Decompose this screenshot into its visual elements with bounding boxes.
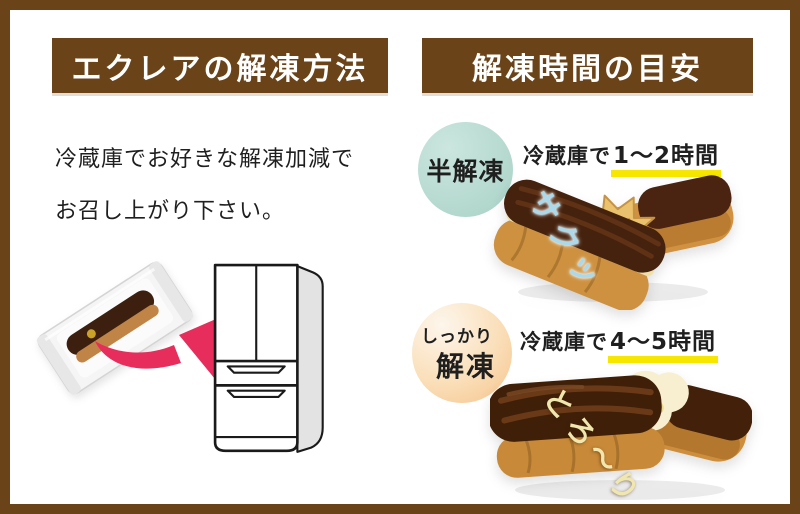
full-thaw-badge: しっかり 解凍 [412, 303, 512, 403]
right-panel-title: 解凍時間の目安 [422, 38, 753, 93]
left-panel-title: エクレアの解凍方法 [52, 38, 388, 93]
full-thaw-time-prefix: 冷蔵庫で [520, 330, 608, 354]
half-thaw-time: 冷蔵庫で1〜2時間 [523, 136, 722, 177]
full-thaw-badge-top: しっかり [421, 326, 493, 347]
full-thaw-time: 冷蔵庫で4〜5時間 [520, 322, 719, 363]
half-thaw-badge-label: 半解凍 [426, 156, 505, 186]
right-panel-title-text: 解凍時間の目安 [472, 51, 703, 87]
eclair-crisp-photo [493, 175, 734, 310]
refrigerator-illustration [213, 263, 324, 453]
half-thaw-badge: 半解凍 [418, 122, 513, 217]
instructions-line-1: 冷蔵庫でお好きな解凍加減で [55, 147, 355, 172]
packaged-eclair-illustration [36, 261, 194, 395]
full-thaw-time-value: 4〜5時間 [608, 329, 719, 363]
half-thaw-time-prefix: 冷蔵庫で [523, 144, 611, 168]
thawing-instructions: 冷蔵庫でお好きな解凍加減で お召し上がり下さい。 [55, 134, 405, 238]
full-thaw-badge-bottom: 解凍 [435, 349, 496, 383]
instructions-line-2: お召し上がり下さい。 [55, 199, 286, 224]
left-panel-title-text: エクレアの解凍方法 [71, 51, 369, 87]
eclair-creamy-photo [490, 370, 752, 500]
half-thaw-time-value: 1〜2時間 [611, 143, 722, 177]
